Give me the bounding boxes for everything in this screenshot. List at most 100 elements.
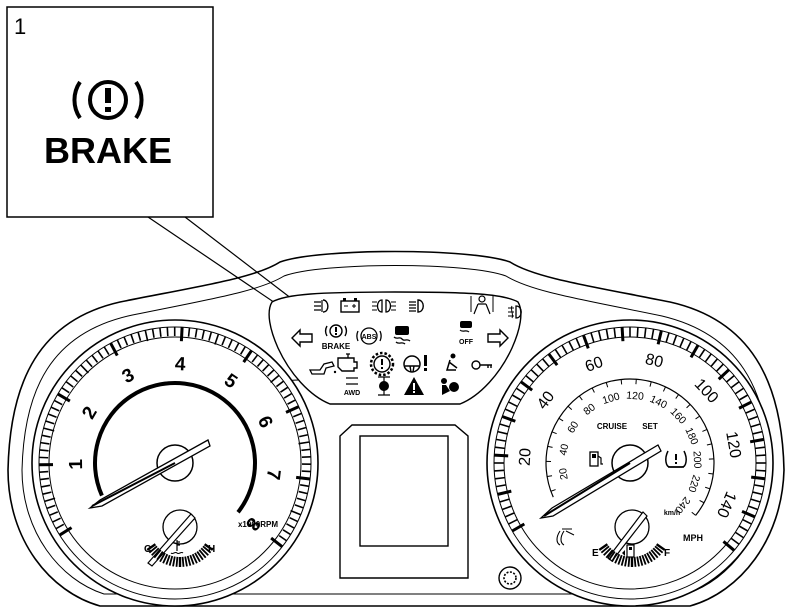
speed-tick bbox=[497, 430, 508, 435]
tach-tick bbox=[278, 534, 288, 542]
kmh-tick bbox=[699, 499, 705, 504]
speed-tick bbox=[722, 540, 736, 552]
speed-tick bbox=[636, 327, 639, 338]
brake-indicator-label: BRAKE bbox=[322, 342, 351, 351]
speed-tick bbox=[738, 525, 749, 532]
tach-tick bbox=[70, 375, 79, 383]
awd-indicator-label: AWD bbox=[344, 390, 360, 397]
tach-tick bbox=[44, 497, 56, 503]
kmh-number: 120 bbox=[626, 390, 645, 403]
speed-tick bbox=[494, 446, 505, 450]
speed-tick bbox=[755, 469, 766, 472]
battery-icon bbox=[340, 298, 360, 313]
tach-tick bbox=[295, 419, 305, 424]
kmh-tick bbox=[702, 428, 708, 432]
fuel-tick bbox=[648, 551, 656, 561]
mph-number: 80 bbox=[643, 351, 664, 372]
left-turn-arrow-icon bbox=[291, 328, 313, 348]
temp-tick bbox=[148, 545, 158, 554]
speed-tick bbox=[568, 341, 575, 351]
speed-tick-marks bbox=[494, 327, 766, 552]
temp-tick bbox=[151, 547, 160, 556]
tach-tick bbox=[39, 449, 49, 452]
temp-tick bbox=[191, 553, 198, 564]
brake-warning-icon bbox=[72, 80, 144, 120]
mph-number: 60 bbox=[583, 354, 606, 376]
kmh-tick bbox=[675, 394, 680, 399]
tach-tick bbox=[39, 477, 50, 481]
speed-tick bbox=[656, 330, 663, 345]
immobilizer-key-icon bbox=[471, 360, 492, 370]
tach-tick bbox=[159, 327, 162, 337]
speed-tick bbox=[495, 438, 507, 442]
speed-tick bbox=[738, 400, 753, 410]
speed-tick bbox=[755, 454, 766, 457]
fuel-tick bbox=[617, 554, 623, 565]
oil-pressure-icon bbox=[308, 361, 337, 375]
abs-indicator-icon bbox=[356, 327, 382, 345]
speed-tick bbox=[597, 330, 602, 341]
tach-number: 1 bbox=[66, 458, 87, 469]
tach-tick bbox=[74, 369, 83, 377]
airbag-warning-icon bbox=[441, 378, 459, 395]
fuel-tick bbox=[641, 554, 647, 565]
kmh-number: 200 bbox=[690, 451, 703, 469]
speed-tick bbox=[679, 337, 685, 348]
tach-tick bbox=[179, 327, 184, 342]
fuel-tick bbox=[654, 545, 664, 554]
speed-tick bbox=[499, 423, 510, 428]
fuel-tick bbox=[608, 551, 616, 561]
speed-tick bbox=[750, 498, 761, 503]
speed-tick bbox=[741, 509, 756, 519]
speed-tick bbox=[494, 453, 509, 458]
kmh-tick bbox=[547, 445, 553, 448]
trip-reset-knob[interactable] bbox=[498, 566, 522, 590]
speed-tick bbox=[752, 491, 763, 496]
kmh-tick bbox=[705, 486, 711, 490]
tach-tick bbox=[46, 504, 56, 510]
tach-tick bbox=[39, 470, 49, 473]
speed-tick bbox=[494, 469, 505, 472]
tach-tick bbox=[298, 490, 308, 495]
tach-tick bbox=[227, 339, 233, 349]
speed-tick bbox=[748, 505, 759, 511]
speed-tick bbox=[561, 344, 568, 355]
tach-tick bbox=[43, 427, 55, 432]
mph-number: 120 bbox=[722, 430, 743, 459]
speed-tick bbox=[520, 380, 534, 392]
speed-tick bbox=[726, 374, 735, 383]
kmh-tick bbox=[605, 382, 609, 388]
power-steering-icon bbox=[403, 355, 427, 373]
tach-tick bbox=[52, 517, 61, 523]
mph-number: 20 bbox=[517, 447, 535, 466]
temp-tick bbox=[186, 555, 192, 566]
tach-tick bbox=[270, 536, 284, 548]
kmh-tick bbox=[558, 417, 564, 422]
tach-tick bbox=[301, 470, 311, 473]
fuel-tick bbox=[600, 545, 610, 554]
tach-tick bbox=[270, 374, 280, 384]
speed-tick bbox=[734, 531, 745, 539]
speed-tick bbox=[752, 430, 763, 435]
tach-tick bbox=[295, 475, 311, 481]
temp-tick bbox=[162, 553, 169, 564]
speed-tick bbox=[536, 363, 545, 372]
kmh-tick bbox=[706, 443, 712, 446]
kmh-tick bbox=[662, 386, 666, 392]
speed-tick bbox=[751, 475, 766, 481]
kmh-number: 40 bbox=[557, 443, 571, 457]
fuel-tick-marks bbox=[598, 543, 666, 567]
tach-inner-arc bbox=[93, 381, 257, 514]
speed-needle bbox=[538, 444, 662, 520]
fuel-tick bbox=[636, 556, 640, 567]
tach-tick bbox=[58, 526, 73, 537]
fuel-tick bbox=[598, 543, 609, 551]
tach-tick bbox=[286, 523, 295, 529]
temp-needle bbox=[147, 513, 196, 567]
tach-tick bbox=[299, 433, 309, 438]
tach-tick bbox=[80, 364, 89, 374]
tach-tick bbox=[279, 386, 289, 393]
speed-tick bbox=[511, 522, 526, 533]
kmh-tick bbox=[578, 395, 583, 401]
speed-tick bbox=[730, 537, 740, 545]
